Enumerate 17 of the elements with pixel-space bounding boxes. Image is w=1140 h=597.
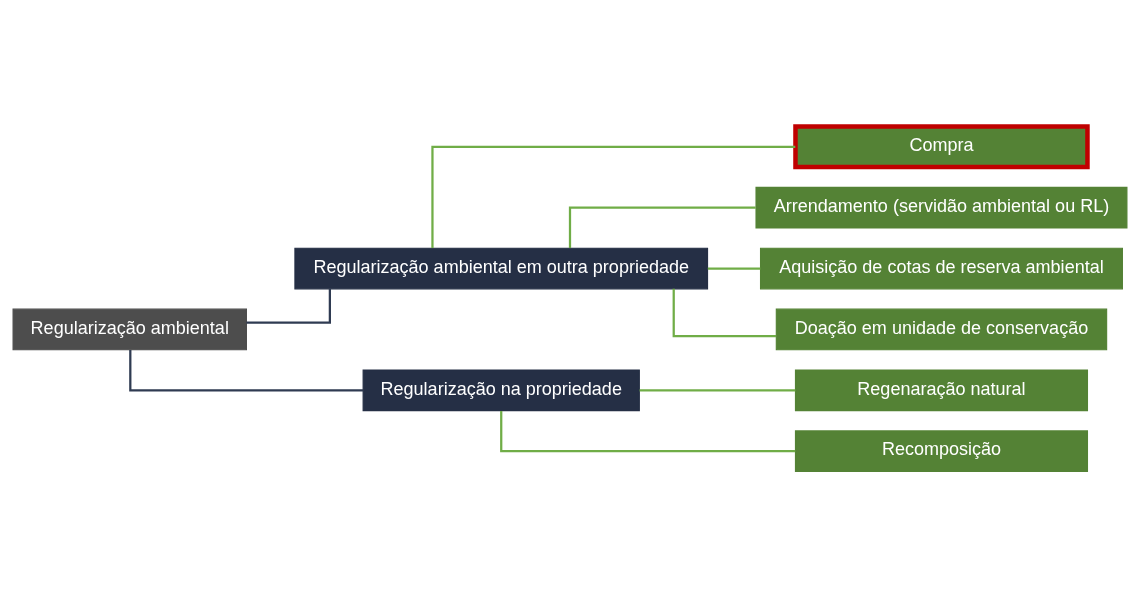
node-box: Regularização ambiental	[12, 308, 247, 350]
connector	[639, 388, 796, 391]
connector	[500, 410, 796, 452]
connector	[568, 206, 756, 248]
connector	[246, 288, 331, 324]
connector	[707, 266, 761, 270]
node-box: Doação em unidade de conservação	[775, 308, 1108, 350]
node-box: Recomposição	[794, 429, 1089, 472]
connector	[129, 349, 364, 391]
connector	[672, 288, 777, 337]
node-box: Compra	[793, 123, 1090, 169]
node-box: Regenaração natural	[794, 368, 1089, 411]
node-box: Aquisição de cotas de reserva ambiental	[759, 247, 1123, 289]
connector	[431, 145, 796, 248]
node-box: Regularização na propriedade	[362, 368, 640, 411]
node-box: Arrendamento (servidão ambiental ou RL)	[755, 186, 1128, 229]
node-box: Regularização ambiental em outra propriedade	[294, 247, 709, 289]
